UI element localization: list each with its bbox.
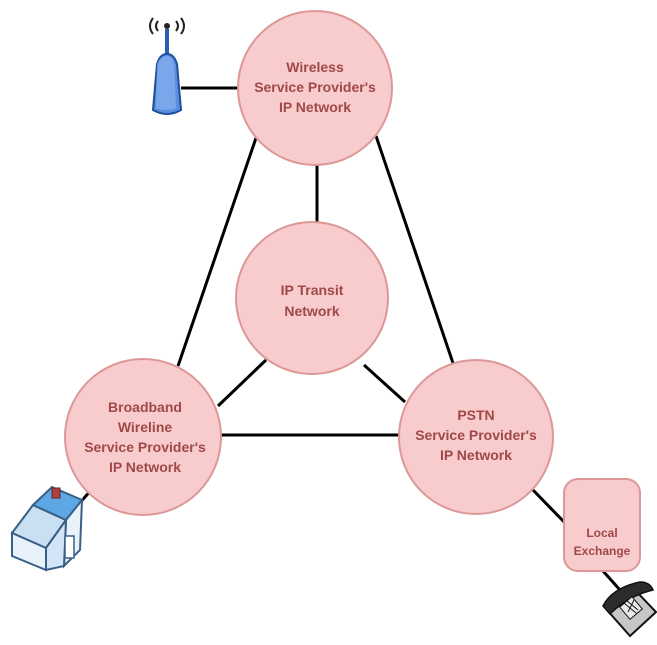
wireless-label-line-2: Service Provider's xyxy=(254,79,376,95)
wireless-label-line-3: IP Network xyxy=(279,99,351,115)
telephone-icon xyxy=(602,581,657,638)
broadband-label-line-2: Wireline xyxy=(118,419,173,435)
local-exchange-node: Local Exchange xyxy=(563,478,641,572)
link-pstn-local-exchange xyxy=(531,488,570,528)
broadband-label-line-4: IP Network xyxy=(109,459,181,475)
link-local-exchange-telephone xyxy=(601,569,622,592)
local-exchange-label-line-2: Exchange xyxy=(574,544,631,558)
pstn-label-line-3: IP Network xyxy=(440,447,512,463)
wireless-label-line-1: Wireless xyxy=(286,59,344,75)
house-icon xyxy=(10,485,84,572)
broadband-label-line-1: Broadband xyxy=(108,399,182,415)
wireless-network-node: Wireless Service Provider's IP Network xyxy=(237,10,393,166)
link-wireless-pstn xyxy=(374,135,456,367)
pstn-label-line-2: Service Provider's xyxy=(415,427,537,443)
transit-label-line-1: IP Transit xyxy=(281,282,344,298)
ip-transit-network-node: IP Transit Network xyxy=(235,221,389,375)
link-wireless-broadband xyxy=(176,137,258,367)
transit-label-line-2: Network xyxy=(284,303,339,319)
links xyxy=(75,86,622,592)
pstn-label-line-1: PSTN xyxy=(457,407,494,423)
local-exchange-label-line-1: Local xyxy=(586,526,617,540)
pstn-network-node: PSTN Service Provider's IP Network xyxy=(398,359,554,515)
link-transit-broadband xyxy=(216,358,268,408)
broadband-label-line-3: Service Provider's xyxy=(84,439,206,455)
link-transit-pstn xyxy=(362,363,407,404)
wireless-antenna-icon xyxy=(149,17,185,115)
broadband-network-node: Broadband Wireline Service Provider's IP… xyxy=(64,358,222,516)
